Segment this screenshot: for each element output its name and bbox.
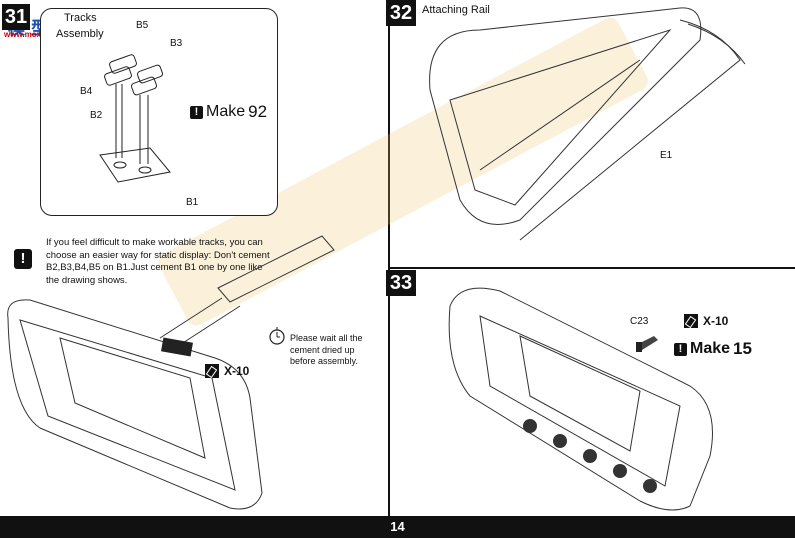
step31-title-line2: Assembly [56,28,104,40]
exclamation-icon: ! [190,105,203,119]
step31-panel [40,8,278,216]
part-label-b4: B4 [80,86,93,97]
part-label-e1: E1 [660,150,673,161]
step33-make: ! Make 15 [674,339,752,359]
step31-make-label: Make [206,103,246,120]
step33-number: 33 [386,270,416,296]
glue-icon [684,314,698,328]
step31-tank-track-drawing [7,235,335,510]
step33-make-count: 15 [733,339,752,358]
step33-glue: X-10 [684,314,728,328]
part-label-b1: B1 [186,197,199,208]
watermark-banner [150,5,670,363]
step31-track-diagram [99,54,171,183]
vertical-divider [388,0,390,516]
cement-wait-note: Please wait all the cement dried up befo… [290,333,363,366]
step33-glue-label: X-10 [703,314,729,328]
step31-number: 31 [2,4,30,30]
part-label-b2: B2 [90,110,103,121]
clock-icon [269,327,285,345]
exclamation-icon: ! [674,342,687,356]
step32-title: Attaching Rail [422,4,490,16]
logo-url: www.moxing.net [4,30,68,39]
step31-title-line1: Tracks [64,12,97,24]
step32-rail-drawing [429,7,746,241]
step31-make: ! Make 92 [190,102,267,122]
horizontal-divider [389,267,795,269]
part-label-b3: B3 [170,38,183,49]
step33-make-label: Make [690,340,731,357]
page-number: 14 [390,519,405,534]
step32-number: 32 [386,0,416,26]
step31-glue-label: X-10 [224,364,250,378]
step31-make-count: 92 [248,102,268,121]
part-c23-drawing [636,336,658,352]
static-display-note: If you feel difficult to make workable t… [46,237,270,286]
step33-tank-drawing [448,287,713,511]
glue-icon [205,364,219,378]
part-label-b5: B5 [136,20,149,31]
step31-glue: X-10 [205,364,249,378]
footer-bar [0,516,795,538]
warning-icon: ! [14,249,32,269]
part-label-c23: C23 [630,316,649,327]
